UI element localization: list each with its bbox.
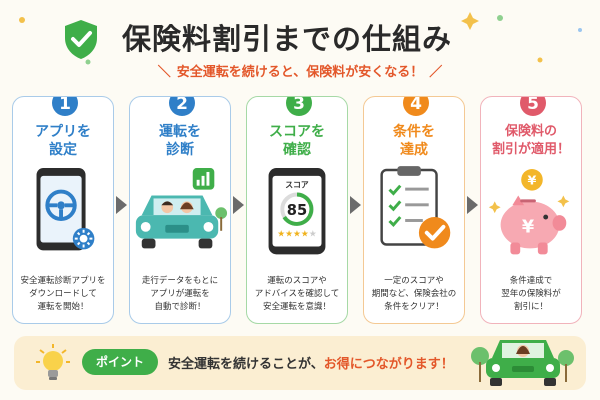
step-card-3: 3 スコアを確認 スコア 85 ★★★★★ 運転のスコアやアドバイスを確認して安… [246, 96, 348, 324]
svg-text:5: 5 [527, 96, 539, 114]
step-number-badge: 4 [403, 96, 429, 116]
arrow-right-icon [350, 196, 361, 214]
step-card-5: 5 保険料の割引が適用！ ¥ ¥ 条件達成で翌年の保険料が割引に！ [480, 96, 582, 324]
page-subtitle: ＼ 安全運転を続けると、保険料が安くなる！ ／ [0, 61, 600, 80]
lightbulb-icon [36, 344, 70, 380]
score-value: 85 [287, 202, 307, 219]
svg-text:3: 3 [293, 96, 305, 114]
smartphone-steering-icon [36, 168, 95, 251]
step-label: スコアを確認 [269, 124, 325, 158]
step-number-badge: 5 [520, 96, 546, 116]
pig-yen-symbol: ¥ [522, 218, 535, 238]
subtitle-slash-left: ＼ [157, 65, 171, 80]
step-description: 安全運転診断アプリをダウンロードして運転を開始！ [20, 276, 106, 312]
step-number-badge: 1 [52, 96, 78, 116]
step-label: 保険料の割引が適用！ [491, 124, 570, 157]
svg-text:4: 4 [410, 96, 422, 114]
step-description: 走行データをもとにアプリが運転を自動で診断！ [141, 276, 219, 312]
step-label: 運転を診断 [159, 124, 201, 158]
arrow-right-icon [116, 196, 127, 214]
svg-text:2: 2 [176, 96, 188, 114]
page-title: 保険料割引までの仕組み [122, 22, 453, 56]
step-description: 一定のスコアや期間など、保険会社の条件をクリア！ [371, 276, 457, 312]
step-card-4: 4 条件を達成 一定のスコアや期間など、保険会社の条件をクリア！ [363, 96, 465, 324]
point-banner: ポイント 安全運転を続けることが、お得につながります！ [14, 336, 586, 390]
arrow-right-icon [233, 196, 244, 214]
arrow-right-icon [467, 196, 478, 214]
point-badge: ポイント [82, 349, 158, 375]
header: 保険料割引までの仕組み ＼ 安全運転を続けると、保険料が安くなる！ ／ [0, 6, 600, 80]
checklist-clipboard-icon [380, 166, 451, 249]
car-with-drivers-icon [135, 168, 228, 249]
score-phone-icon: スコア 85 ★★★★★ [268, 168, 326, 255]
car-driver-icon [471, 340, 574, 386]
subtitle-slash-right: ／ [429, 65, 443, 80]
score-label: スコア [285, 181, 309, 190]
point-message: 安全運転を続けることが、お得につながります！ [168, 357, 454, 372]
step-card-1: 1 アプリを設定 安全運転診断アプリをダウンロードして運転を開始！ [12, 96, 114, 324]
step-number-badge: 3 [286, 96, 312, 116]
step-card-2: 2 運転を診断 走行データをもとにアプリが運転を自動で診断！ [129, 96, 231, 324]
piggy-bank-icon: ¥ ¥ [488, 169, 570, 255]
subtitle-text: 安全運転を続けると、保険料が安くなる！ [176, 65, 424, 80]
step-description: 条件達成で翌年の保険料が割引に！ [501, 276, 561, 312]
star-rating-icon: ★★★★★ [277, 230, 317, 240]
shield-check-icon [65, 20, 97, 59]
svg-text:1: 1 [59, 96, 71, 114]
step-label: 条件を達成 [393, 124, 435, 158]
step-number-badge: 2 [169, 96, 195, 116]
coin-yen-symbol: ¥ [528, 174, 537, 189]
step-description: 運転のスコアやアドバイスを確認して安全運転を意識！ [254, 276, 340, 312]
step-label: アプリを設定 [35, 124, 91, 158]
